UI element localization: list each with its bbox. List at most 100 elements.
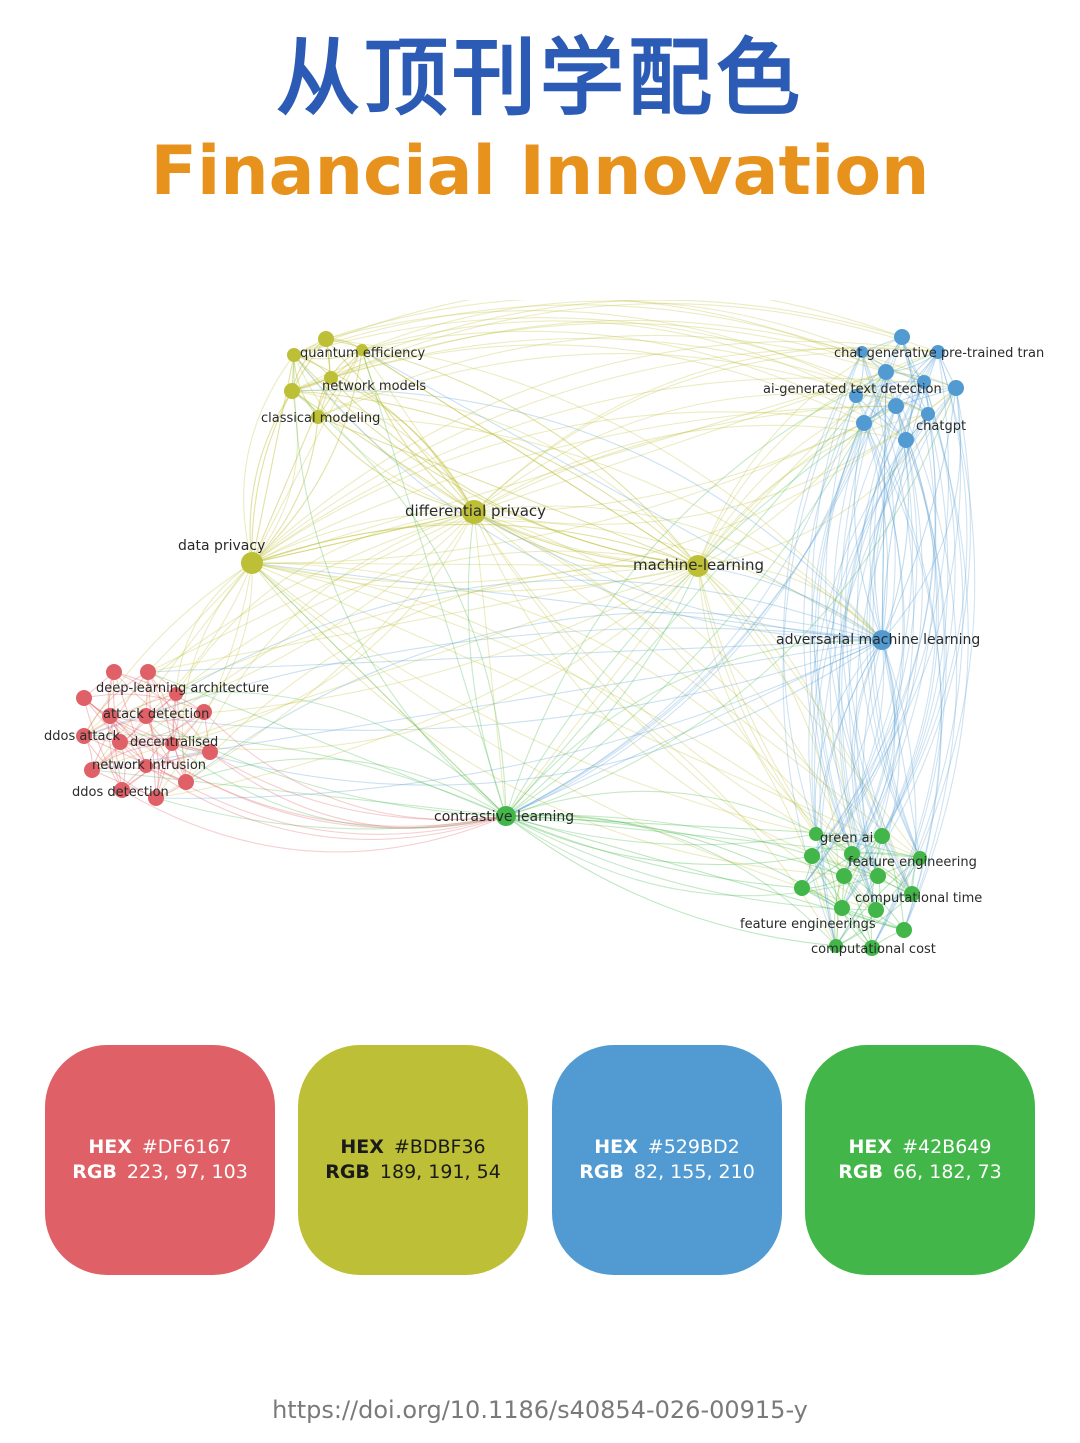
- network-edge: [155, 511, 475, 799]
- doi-link[interactable]: https://doi.org/10.1186/s40854-026-00915…: [272, 1396, 808, 1424]
- network-edge: [881, 351, 968, 837]
- network-node-blue: [872, 630, 892, 650]
- network-edge: [473, 511, 837, 947]
- network-node-blue: [856, 415, 872, 431]
- network-edge: [121, 711, 205, 791]
- network-edge: [829, 405, 897, 911]
- network-edge: [251, 562, 507, 817]
- network-edge: [871, 439, 947, 949]
- network-edge: [251, 349, 363, 564]
- network-node-yellow: [241, 552, 263, 574]
- network-edge: [147, 671, 157, 799]
- network-edge: [801, 887, 905, 931]
- network-edge: [819, 387, 957, 947]
- network-edge: [145, 765, 507, 840]
- network-edge: [145, 715, 507, 817]
- label-deep-learning-arch: deep-learning architecture: [96, 681, 269, 696]
- network-edge: [119, 711, 205, 743]
- network-edge: [317, 416, 883, 641]
- network-node-red: [148, 790, 164, 806]
- network-edge: [91, 743, 173, 771]
- network-node-yellow: [287, 348, 301, 362]
- network-edge: [825, 395, 913, 895]
- network-edge: [185, 611, 883, 783]
- network-edge: [171, 565, 699, 751]
- network-edge: [816, 336, 903, 855]
- network-edge: [697, 381, 925, 567]
- network-edge: [251, 562, 817, 835]
- network-edge: [251, 562, 699, 567]
- network-edge: [473, 511, 507, 817]
- network-edge: [109, 715, 507, 829]
- network-edge: [145, 715, 160, 799]
- network-edge: [83, 565, 699, 737]
- network-edge: [291, 390, 507, 817]
- network-edge: [361, 349, 475, 513]
- network-edge: [251, 562, 913, 895]
- network-edge: [251, 562, 837, 947]
- network-edge: [83, 697, 147, 767]
- network-edge: [841, 351, 915, 909]
- network-node-blue: [917, 375, 931, 389]
- network-edge: [505, 422, 865, 817]
- network-edge: [848, 413, 929, 877]
- network-edge: [869, 381, 925, 859]
- network-edge: [251, 349, 363, 564]
- network-node-red: [114, 782, 130, 798]
- network-node-green: [874, 828, 890, 844]
- network-edge: [835, 893, 913, 947]
- network-edge: [881, 835, 905, 931]
- network-node-yellow: [318, 331, 334, 347]
- label-decentralised: decentralised: [130, 735, 218, 750]
- network-edge: [841, 413, 949, 909]
- network-edge: [291, 300, 903, 392]
- network-edge: [473, 387, 957, 525]
- network-edge: [145, 562, 253, 717]
- network-edge: [872, 351, 939, 859]
- label-feature-engineering: feature engineering: [848, 855, 977, 870]
- network-edge: [83, 697, 211, 753]
- network-edge: [840, 371, 913, 895]
- network-edge: [155, 565, 699, 799]
- network-edge: [505, 815, 883, 837]
- network-edge: [171, 639, 883, 786]
- network-edge: [155, 797, 507, 830]
- network-node-blue: [931, 345, 945, 359]
- label-contrastive-learning: contrastive learning: [434, 809, 574, 825]
- network-edge: [147, 565, 699, 673]
- network-edge: [811, 413, 937, 857]
- network-edge: [361, 300, 863, 353]
- network-edge: [293, 354, 883, 641]
- network-edge: [473, 393, 857, 513]
- network-edge: [473, 505, 883, 641]
- network-edge: [881, 405, 938, 837]
- network-edge: [251, 562, 879, 877]
- network-edge: [147, 671, 507, 817]
- network-edge: [291, 390, 699, 567]
- network-edge: [251, 562, 877, 911]
- network-edge: [330, 319, 957, 389]
- network-edge: [473, 405, 897, 513]
- network-edge: [251, 387, 957, 584]
- network-edge: [862, 639, 883, 911]
- network-edge: [697, 565, 879, 877]
- network-edge: [853, 639, 883, 877]
- network-edge: [505, 639, 883, 817]
- network-edge: [820, 639, 883, 947]
- network-node-green: [868, 902, 884, 918]
- swatch-yellow-hex-line: HEX#BDBF36: [340, 1136, 486, 1158]
- network-edge: [473, 511, 699, 567]
- network-edge: [505, 351, 939, 817]
- network-node-blue: [921, 407, 935, 421]
- label-computational-time: computational time: [855, 891, 982, 906]
- network-node-red: [102, 708, 118, 724]
- network-node-green: [794, 880, 810, 896]
- network-edge: [505, 371, 887, 817]
- network-edge: [251, 411, 865, 564]
- network-edge: [505, 815, 879, 897]
- network-node-red: [202, 744, 218, 760]
- network-node-yellow: [311, 410, 325, 424]
